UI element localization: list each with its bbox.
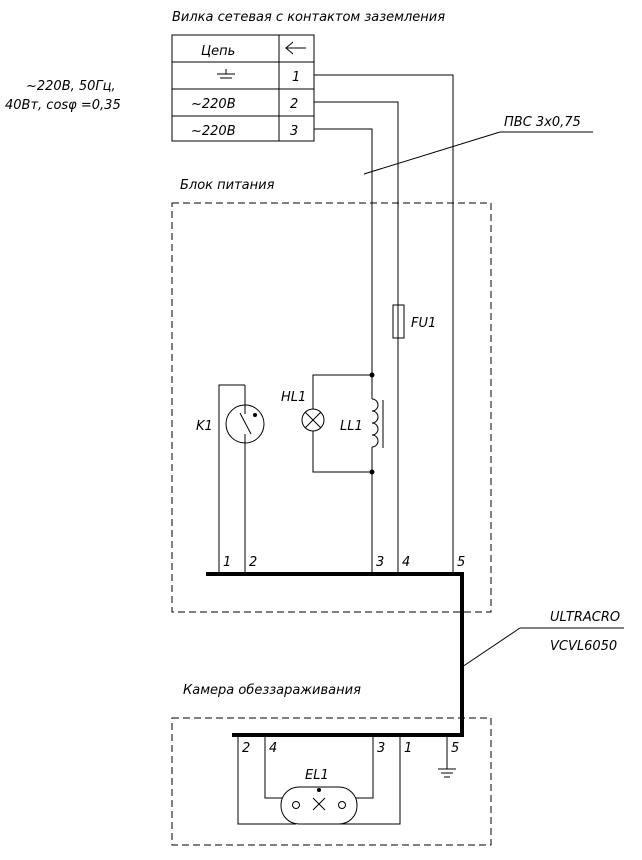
choke-LL1: LL1: [340, 398, 384, 449]
lamp-label: HL1: [281, 390, 306, 405]
cable-leader: [363, 131, 501, 175]
uv-lamp-EL1: EL1: [280, 768, 358, 825]
ground-icon: [217, 69, 235, 79]
arrow-left-icon: [285, 41, 306, 55]
lamp-HL1: HL1: [281, 390, 325, 432]
fuse-label: FU1: [411, 316, 436, 331]
specs-line-1: ~220В, 50Гц,: [26, 79, 116, 94]
chamber-title: Камера обеззараживания: [183, 683, 361, 698]
switch-K1: K1: [196, 384, 265, 574]
uv-lamp-label: EL1: [305, 768, 329, 783]
power-unit-box: [171, 202, 492, 613]
cable-bus: [206, 572, 464, 737]
specs-line-2: 40Вт, cosφ =0,35: [5, 98, 121, 113]
pu-terminal-5: 5: [457, 555, 465, 570]
link-cable-line-1: ULTRACRO: [550, 610, 620, 625]
choke-label: LL1: [340, 419, 363, 434]
plug-pin-3: 3: [290, 124, 298, 139]
plug-header-label: Цепь: [201, 44, 235, 59]
ch-terminal-4: 4: [269, 741, 277, 756]
plug-row-2-label: ~220В: [191, 97, 236, 112]
pu-terminal-2: 2: [249, 555, 257, 570]
ch-terminal-5: 5: [451, 741, 459, 756]
plug-row-3-label: ~220В: [191, 124, 236, 139]
plug-title: Вилка сетевая с контактом заземления: [172, 10, 445, 25]
link-cable-line-2: VCVL6050: [550, 639, 617, 654]
pu-terminal-3: 3: [376, 555, 384, 570]
pu-terminal-4: 4: [402, 555, 410, 570]
ground-icon: [438, 768, 456, 778]
plug-table: Цепь 1 ~220В 2 ~220В 3: [171, 34, 315, 142]
chamber-wiring: [237, 735, 448, 825]
ch-terminal-1: 1: [404, 741, 412, 756]
plug-pin-1: 1: [292, 70, 300, 85]
plug-pin-2: 2: [290, 97, 298, 112]
link-cable-leader: [461, 627, 521, 668]
ch-terminal-3: 3: [377, 741, 385, 756]
chamber-box: [171, 717, 492, 846]
power-unit-title: Блок питания: [180, 178, 275, 193]
cable-label: ПВС 3х0,75: [504, 115, 581, 130]
switch-label: K1: [196, 419, 213, 434]
ch-terminal-2: 2: [242, 741, 250, 756]
fuse-FU1: FU1: [392, 304, 436, 339]
pu-terminal-1: 1: [223, 555, 231, 570]
